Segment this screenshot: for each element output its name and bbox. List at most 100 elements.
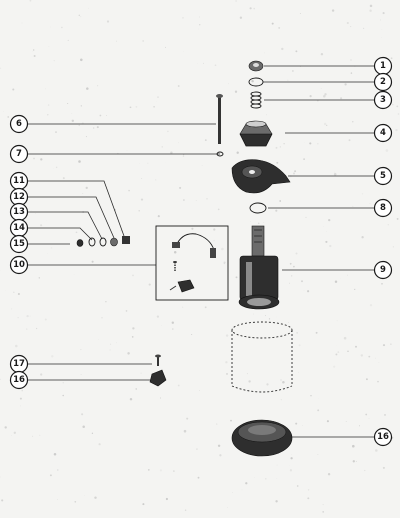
speckle bbox=[91, 432, 94, 434]
speckle bbox=[171, 321, 174, 324]
speckle bbox=[291, 454, 292, 455]
speckle bbox=[293, 265, 295, 268]
speckle bbox=[283, 143, 285, 145]
speckle bbox=[15, 344, 18, 348]
speckle bbox=[40, 158, 43, 161]
callout-label: 16 bbox=[13, 375, 25, 385]
speckle bbox=[67, 39, 69, 41]
speckle bbox=[328, 218, 331, 222]
speckle bbox=[126, 149, 128, 151]
speckle bbox=[246, 373, 248, 375]
callout-5: 5 bbox=[373, 166, 393, 186]
speckle bbox=[344, 83, 347, 86]
speckle bbox=[355, 345, 357, 348]
speckle bbox=[183, 429, 187, 433]
speckle bbox=[230, 419, 232, 422]
speckle bbox=[387, 224, 389, 226]
speckle bbox=[141, 178, 143, 179]
speckle bbox=[358, 425, 361, 427]
speckle bbox=[11, 308, 13, 310]
speckle bbox=[282, 381, 285, 384]
speckle bbox=[295, 50, 298, 53]
speckle bbox=[369, 9, 372, 12]
speckle bbox=[128, 189, 130, 192]
speckle bbox=[336, 320, 338, 322]
callout-17: 17 bbox=[9, 354, 29, 374]
speckle bbox=[204, 139, 207, 142]
speckle bbox=[125, 310, 128, 312]
speckle bbox=[340, 97, 343, 100]
speckle bbox=[296, 485, 299, 487]
speckle bbox=[352, 460, 355, 463]
speckle bbox=[21, 22, 23, 24]
speckle bbox=[99, 114, 102, 117]
callout-4: 4 bbox=[373, 123, 393, 143]
speckle bbox=[183, 154, 185, 156]
speckle bbox=[96, 126, 99, 129]
speckle bbox=[53, 59, 55, 62]
speckle bbox=[309, 142, 312, 145]
speckle bbox=[19, 405, 21, 407]
callout-13: 13 bbox=[9, 202, 29, 222]
speckle bbox=[129, 106, 132, 109]
callout-label: 10 bbox=[13, 260, 25, 270]
speckle bbox=[0, 476, 1, 478]
speckle bbox=[266, 383, 269, 386]
speckle bbox=[337, 351, 340, 353]
speckle bbox=[275, 500, 278, 503]
speckle bbox=[161, 325, 163, 326]
callout-16-cover: 16 bbox=[373, 427, 393, 447]
speckle bbox=[93, 127, 95, 129]
speckle bbox=[307, 489, 310, 491]
speckle bbox=[135, 388, 137, 390]
speckle bbox=[84, 495, 85, 496]
speckle bbox=[191, 227, 194, 230]
speckle bbox=[333, 365, 336, 368]
speckle bbox=[12, 291, 15, 294]
speckle bbox=[263, 52, 265, 54]
speckle bbox=[81, 413, 84, 416]
speckle bbox=[363, 27, 365, 29]
speckle bbox=[348, 139, 351, 142]
speckle bbox=[221, 247, 224, 251]
speckle bbox=[156, 315, 160, 318]
speckle bbox=[249, 7, 252, 10]
callout-label: 9 bbox=[380, 265, 386, 275]
callout-label: 1 bbox=[380, 61, 386, 71]
speckle bbox=[106, 114, 107, 116]
callout-2: 2 bbox=[373, 72, 393, 92]
speckle bbox=[142, 40, 144, 42]
speckle bbox=[147, 469, 150, 471]
speckle bbox=[184, 509, 187, 511]
speckle bbox=[354, 288, 356, 290]
speckle bbox=[281, 47, 284, 51]
speckle bbox=[298, 371, 300, 373]
speckle bbox=[197, 62, 199, 64]
leader-lines bbox=[28, 65, 374, 438]
speckle bbox=[75, 231, 78, 234]
speckle bbox=[293, 172, 295, 175]
speckle bbox=[161, 146, 163, 148]
part-drive-pinion bbox=[239, 120, 273, 147]
speckle bbox=[239, 16, 243, 19]
callout-8: 8 bbox=[373, 198, 393, 218]
callout-label: 12 bbox=[13, 192, 25, 202]
speckle bbox=[97, 85, 99, 87]
speckle bbox=[214, 64, 217, 67]
speckle bbox=[195, 200, 197, 201]
speckle bbox=[334, 280, 338, 283]
speckle bbox=[396, 217, 399, 220]
speckle bbox=[110, 343, 112, 345]
speckle bbox=[71, 112, 73, 114]
speckle bbox=[278, 26, 281, 29]
speckle bbox=[251, 79, 254, 83]
speckle bbox=[378, 362, 380, 363]
speckle bbox=[78, 14, 81, 17]
speckle bbox=[381, 282, 383, 285]
speckle bbox=[198, 23, 201, 26]
speckle bbox=[334, 171, 336, 173]
speckle bbox=[127, 352, 130, 355]
speckle bbox=[62, 394, 64, 397]
callout-markers: 1 2 3 4 5 6 7 8 bbox=[9, 56, 393, 447]
